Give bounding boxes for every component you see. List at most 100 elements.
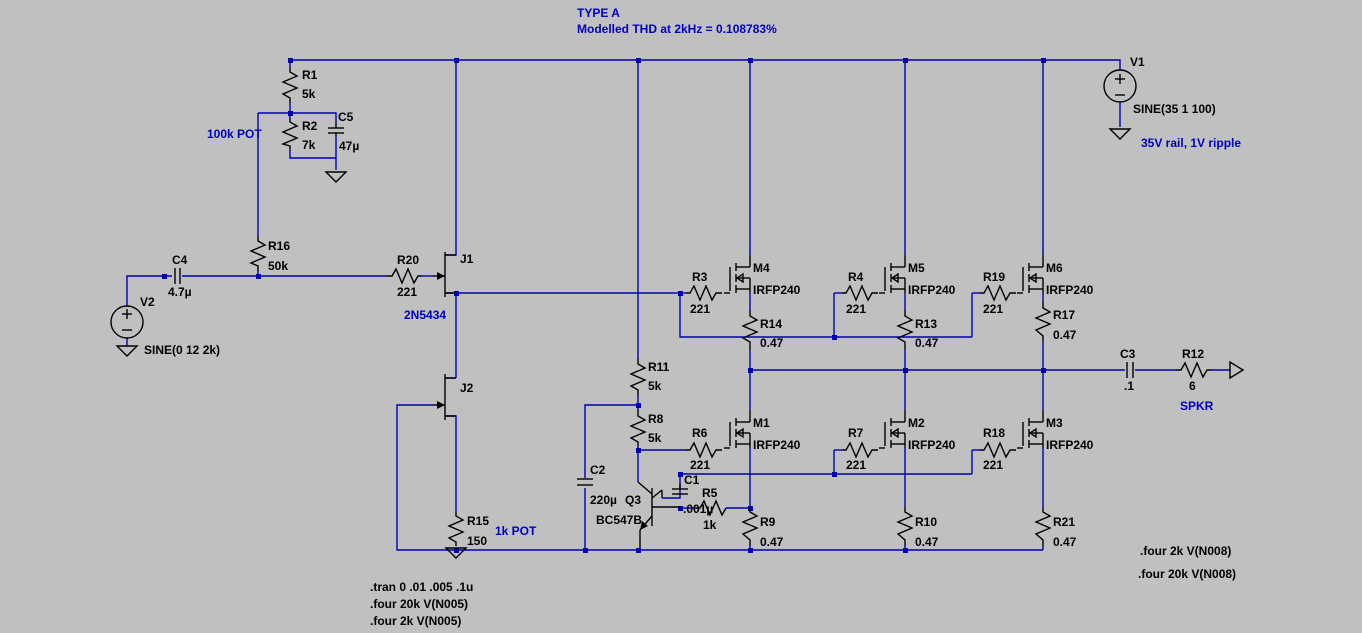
c5-symbol: [328, 122, 344, 136]
r12-name: R12: [1182, 347, 1204, 361]
component-labels: V1 SINE(35 1 100) V2 SINE(0 12 2k) R1 5k…: [140, 55, 1216, 549]
r18-name: R18: [983, 426, 1005, 440]
directive-four-20k-n005: .four 20k V(N005): [370, 597, 468, 611]
r6-symbol: [686, 441, 722, 459]
resistor-symbols: [249, 67, 1211, 546]
r4-name: R4: [848, 270, 864, 284]
m2-name: M2: [908, 416, 925, 430]
r5-symbol: [696, 499, 727, 517]
r8-value: 5k: [648, 431, 662, 445]
q3-name: Q3: [625, 493, 641, 507]
r17-symbol: [1034, 302, 1052, 342]
c2-value: 220µ: [590, 493, 617, 507]
c4-symbol: [174, 268, 181, 284]
m6-name: M6: [1046, 261, 1063, 275]
capacitor-symbols: [174, 122, 1134, 495]
r20-name: R20: [397, 253, 419, 267]
r4-value: 221: [846, 302, 866, 316]
m4-value: IRFP240: [753, 283, 801, 297]
r13-symbol: [896, 310, 914, 350]
wires: [126, 59, 1230, 551]
c5-name: C5: [338, 110, 354, 124]
ground-symbols: [115, 128, 1132, 559]
r12-value: 6: [1189, 379, 1196, 393]
mosfet-symbols: [724, 255, 1044, 449]
r14-symbol: [741, 310, 759, 350]
title-thd: Modelled THD at 2kHz = 0.108783%: [577, 22, 777, 36]
m4-symbol: [724, 255, 751, 294]
m3-value: IRFP240: [1046, 438, 1094, 452]
r10-symbol: [896, 507, 914, 546]
r14-value: 0.47: [760, 336, 784, 350]
directive-tran: .tran 0 .01 .005 .1u: [370, 580, 473, 594]
junction-dots: [162, 58, 1046, 553]
c3-name: C3: [1120, 347, 1136, 361]
r21-value: 0.47: [1053, 535, 1077, 549]
r5-value: 1k: [703, 518, 717, 532]
r9-name: R9: [760, 515, 776, 529]
r2-value: 7k: [302, 138, 316, 152]
ground-v2: [115, 345, 139, 357]
r9-symbol: [741, 507, 759, 546]
r19-name: R19: [983, 270, 1005, 284]
ground-c5: [324, 171, 348, 183]
pot-1k-label: 1k POT: [495, 524, 537, 538]
r20-symbol: [386, 267, 422, 285]
m5-name: M5: [908, 261, 925, 275]
pot-100k-label: 100k POT: [207, 127, 262, 141]
m4-name: M4: [753, 261, 770, 275]
r3-symbol: [686, 284, 722, 302]
r18-value: 221: [983, 458, 1003, 472]
r12-symbol: [1175, 361, 1211, 379]
c5-value: 47µ: [339, 139, 359, 153]
r10-name: R10: [915, 515, 937, 529]
r17-name: R17: [1053, 308, 1075, 322]
r19-symbol: [980, 284, 1016, 302]
r6-name: R6: [692, 426, 708, 440]
directive-four-2k-n005: .four 2k V(N005): [370, 614, 461, 628]
m3-symbol: [1017, 410, 1044, 449]
r8-symbol: [629, 410, 647, 446]
r9-value: 0.47: [760, 535, 784, 549]
j1-symbol: [433, 252, 456, 297]
r16-value: 50k: [268, 259, 288, 273]
m2-symbol: [879, 410, 906, 449]
v1-value: SINE(35 1 100): [1133, 102, 1216, 116]
r2-name: R2: [302, 119, 318, 133]
ground-v1: [1108, 128, 1132, 140]
r15-value: 150: [467, 534, 487, 548]
r17-value: 0.47: [1053, 328, 1077, 342]
r7-symbol: [842, 441, 878, 459]
r5-name: R5: [702, 486, 718, 500]
r11-name: R11: [648, 360, 670, 374]
r15-name: R15: [467, 514, 489, 528]
r4-symbol: [842, 284, 878, 302]
c3-symbol: [1126, 362, 1134, 378]
spkr-output-flag: [1229, 360, 1245, 380]
r3-name: R3: [692, 270, 708, 284]
m6-symbol: [1017, 255, 1044, 294]
spice-directives: .tran 0 .01 .005 .1u .four 20k V(N005) .…: [370, 544, 1236, 628]
c2-symbol: [577, 478, 593, 486]
r14-name: R14: [760, 317, 782, 331]
v1-symbol: [1103, 69, 1137, 103]
j2-name: J2: [460, 381, 474, 395]
r20-value: 221: [397, 285, 417, 299]
r8-name: R8: [648, 412, 664, 426]
r1-value: 5k: [302, 87, 316, 101]
q3-symbol: [637, 481, 680, 548]
title-type: TYPE A: [577, 6, 620, 20]
jfet-type-label: 2N5434: [404, 308, 446, 322]
m2-value: IRFP240: [908, 438, 956, 452]
c3-value: .1: [1124, 379, 1134, 393]
j1-name: J1: [460, 252, 474, 266]
m3-name: M3: [1046, 416, 1063, 430]
r13-value: 0.47: [915, 336, 939, 350]
r21-name: R21: [1053, 515, 1075, 529]
m6-value: IRFP240: [1046, 283, 1094, 297]
m1-value: IRFP240: [753, 438, 801, 452]
c4-value: 4.7µ: [168, 285, 192, 299]
r11-value: 5k: [648, 379, 662, 393]
